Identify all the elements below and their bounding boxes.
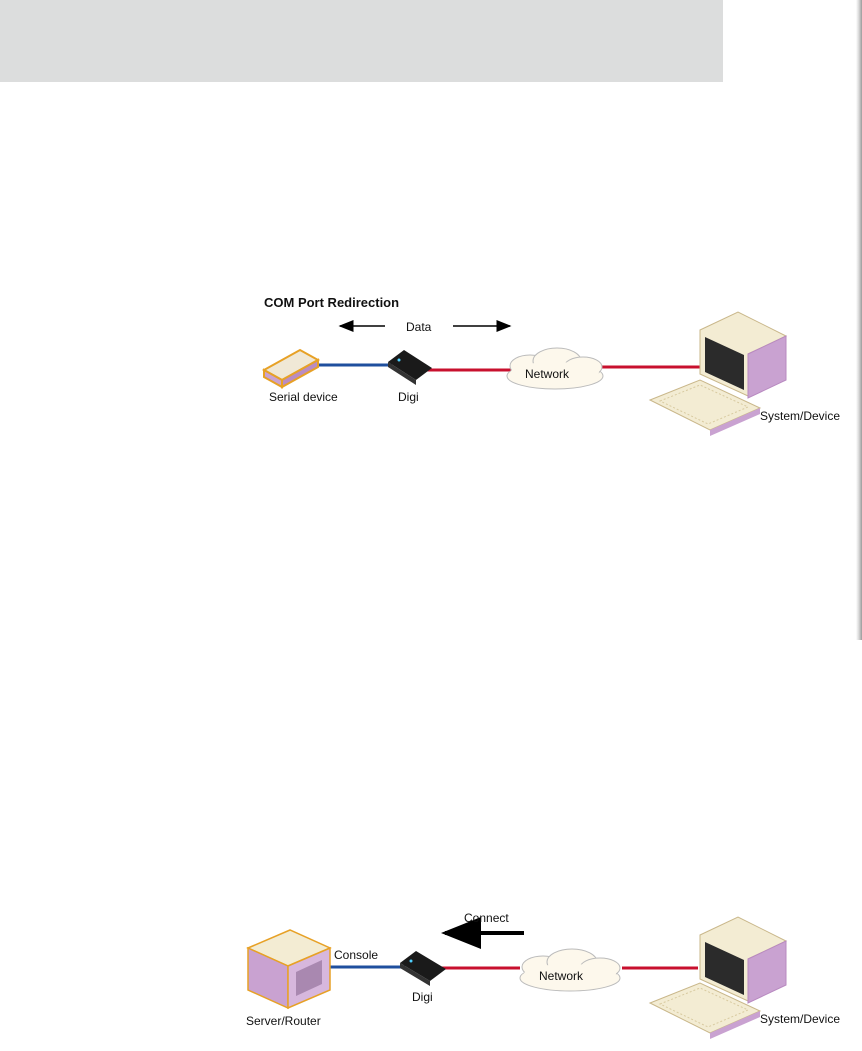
system-device-label-2: System/Device [760,1012,840,1026]
network-cloud-icon-2 [519,948,621,992]
com-port-redirection-diagram: COM Port Redirection Data Serial device … [261,295,840,436]
network-cloud-icon [506,347,604,390]
server-router-icon [246,929,332,1010]
diagram-title: COM Port Redirection [264,295,399,310]
header-band [0,0,723,82]
computer-icon [648,311,788,436]
console-connect-diagram: Connect Console Server/Router Digi [246,911,840,1039]
digi-device-icon-2 [400,951,446,986]
data-label: Data [406,320,432,334]
serial-device-label: Serial device [269,390,338,404]
system-device-label: System/Device [760,409,840,423]
computer-icon-2 [648,916,788,1039]
serial-device-icon [261,348,321,389]
network-label-2: Network [539,969,584,983]
digi-label: Digi [398,390,419,404]
console-label: Console [334,948,378,962]
digi-device-icon [388,350,432,385]
network-label: Network [525,367,570,381]
digi-label-2: Digi [412,990,433,1004]
server-router-label: Server/Router [246,1014,321,1028]
page-edge-shadow [856,0,862,640]
connect-label: Connect [464,911,509,925]
